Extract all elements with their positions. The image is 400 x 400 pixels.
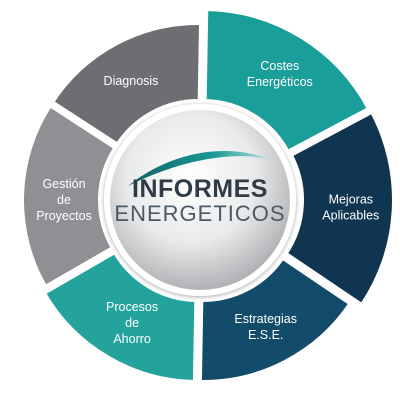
segment-costes [202, 7, 371, 154]
segment-label-mejoras-line: Mejoras [329, 193, 373, 207]
segment-label-gestion-line: Gestión [42, 177, 85, 191]
logo-swoosh-icon [128, 150, 272, 186]
segment-gestion [20, 103, 118, 289]
segment-diagnosis [50, 21, 204, 147]
segment-label-gestion-line: Proyectos [36, 209, 92, 223]
logo-title-line-1: INFORMES [132, 175, 268, 203]
center-logo: INFORMES ENERGETICOS [104, 104, 296, 296]
segment-label-estrategias-line: E.S.E. [248, 328, 283, 342]
segment-label-procesos-line: Procesos [106, 300, 158, 314]
segment-label-mejoras-line: Aplicables [322, 209, 379, 223]
segment-label-costes-line: Costes [260, 59, 299, 73]
segment-label-estrategias-line: Estrategias [234, 312, 297, 326]
segment-procesos [41, 250, 199, 384]
segment-label-diagnosis-line: Diagnosis [104, 74, 159, 88]
logo-title-line-2: ENERGETICOS [114, 201, 285, 226]
segment-label-gestion-line: de [57, 193, 71, 207]
segment-label-diagnosis: Diagnosis [104, 74, 159, 88]
segment-mejoras [283, 109, 396, 308]
segment-estrategias [197, 255, 353, 384]
segments-layer [20, 7, 396, 384]
segment-label-procesos-line: Ahorro [113, 332, 151, 346]
segment-label-procesos-line: de [125, 316, 139, 330]
segment-label-costes-line: Energéticos [247, 75, 313, 89]
